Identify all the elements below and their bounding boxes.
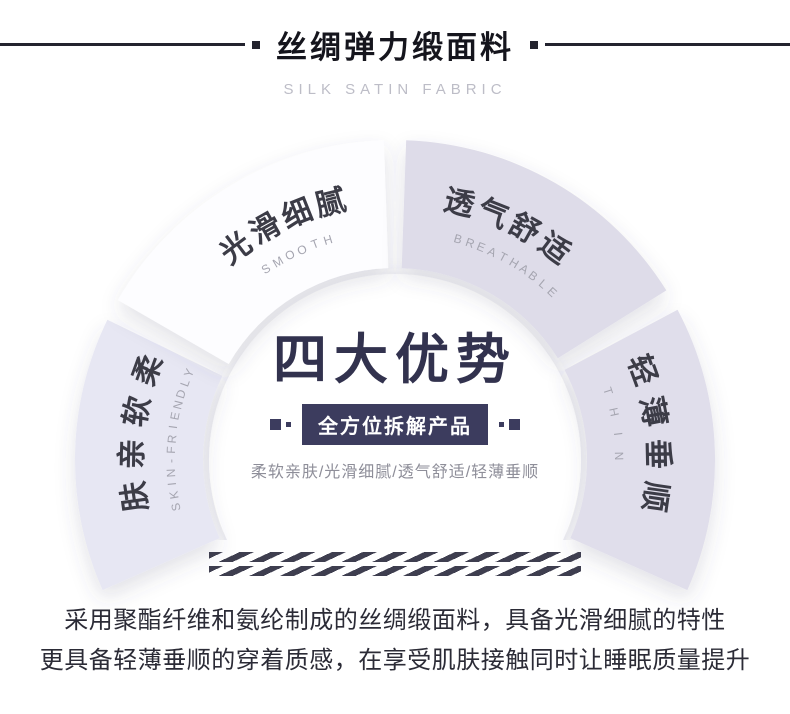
banner-row: 全方位拆解产品 — [155, 404, 635, 445]
center-banner: 全方位拆解产品 — [302, 404, 488, 445]
title-square-right — [530, 40, 538, 49]
banner-square-left-large — [270, 419, 281, 430]
banner-square-right-small — [499, 422, 504, 427]
hatch-stripe-bottom — [209, 566, 581, 576]
title-rule-right — [545, 43, 790, 46]
hatch-stripe-top — [209, 552, 581, 562]
diagram-center: 四大优势 全方位拆解产品 柔软亲肤/光滑细腻/透气舒适/轻薄垂顺 — [155, 333, 635, 482]
arc-segment-skin-friendly — [74, 319, 223, 591]
description-line-1: 采用聚酯纤维和氨纶制成的丝绸缎面料，具备光滑细腻的特性 — [64, 607, 726, 634]
title-rule-left — [0, 43, 245, 46]
page-title: 丝绸弹力缎面料 — [276, 30, 514, 65]
arc-segment-thin — [564, 309, 716, 591]
center-title: 四大优势 — [273, 330, 517, 390]
banner-square-left-small — [286, 422, 291, 427]
arc-segment-breathable — [401, 140, 667, 359]
arc-segment-smooth — [117, 140, 389, 364]
page-subtitle: SILK SATIN FABRIC — [283, 81, 507, 98]
hatch-decoration — [209, 552, 581, 576]
header: 丝绸弹力缎面料 SILK SATIN FABRIC — [0, 0, 790, 98]
title-row: 丝绸弹力缎面料 — [0, 22, 790, 67]
center-features: 柔软亲肤/光滑细腻/透气舒适/轻薄垂顺 — [250, 464, 540, 481]
banner-square-right-large — [509, 419, 520, 430]
description: 采用聚酯纤维和氨纶制成的丝绸缎面料，具备光滑细腻的特性 更具备轻薄垂顺的穿着质感… — [0, 601, 790, 681]
description-line-2: 更具备轻薄垂顺的穿着质感，在享受肌肤接触同时让睡眠质量提升 — [39, 647, 751, 674]
title-square-left — [252, 40, 260, 49]
